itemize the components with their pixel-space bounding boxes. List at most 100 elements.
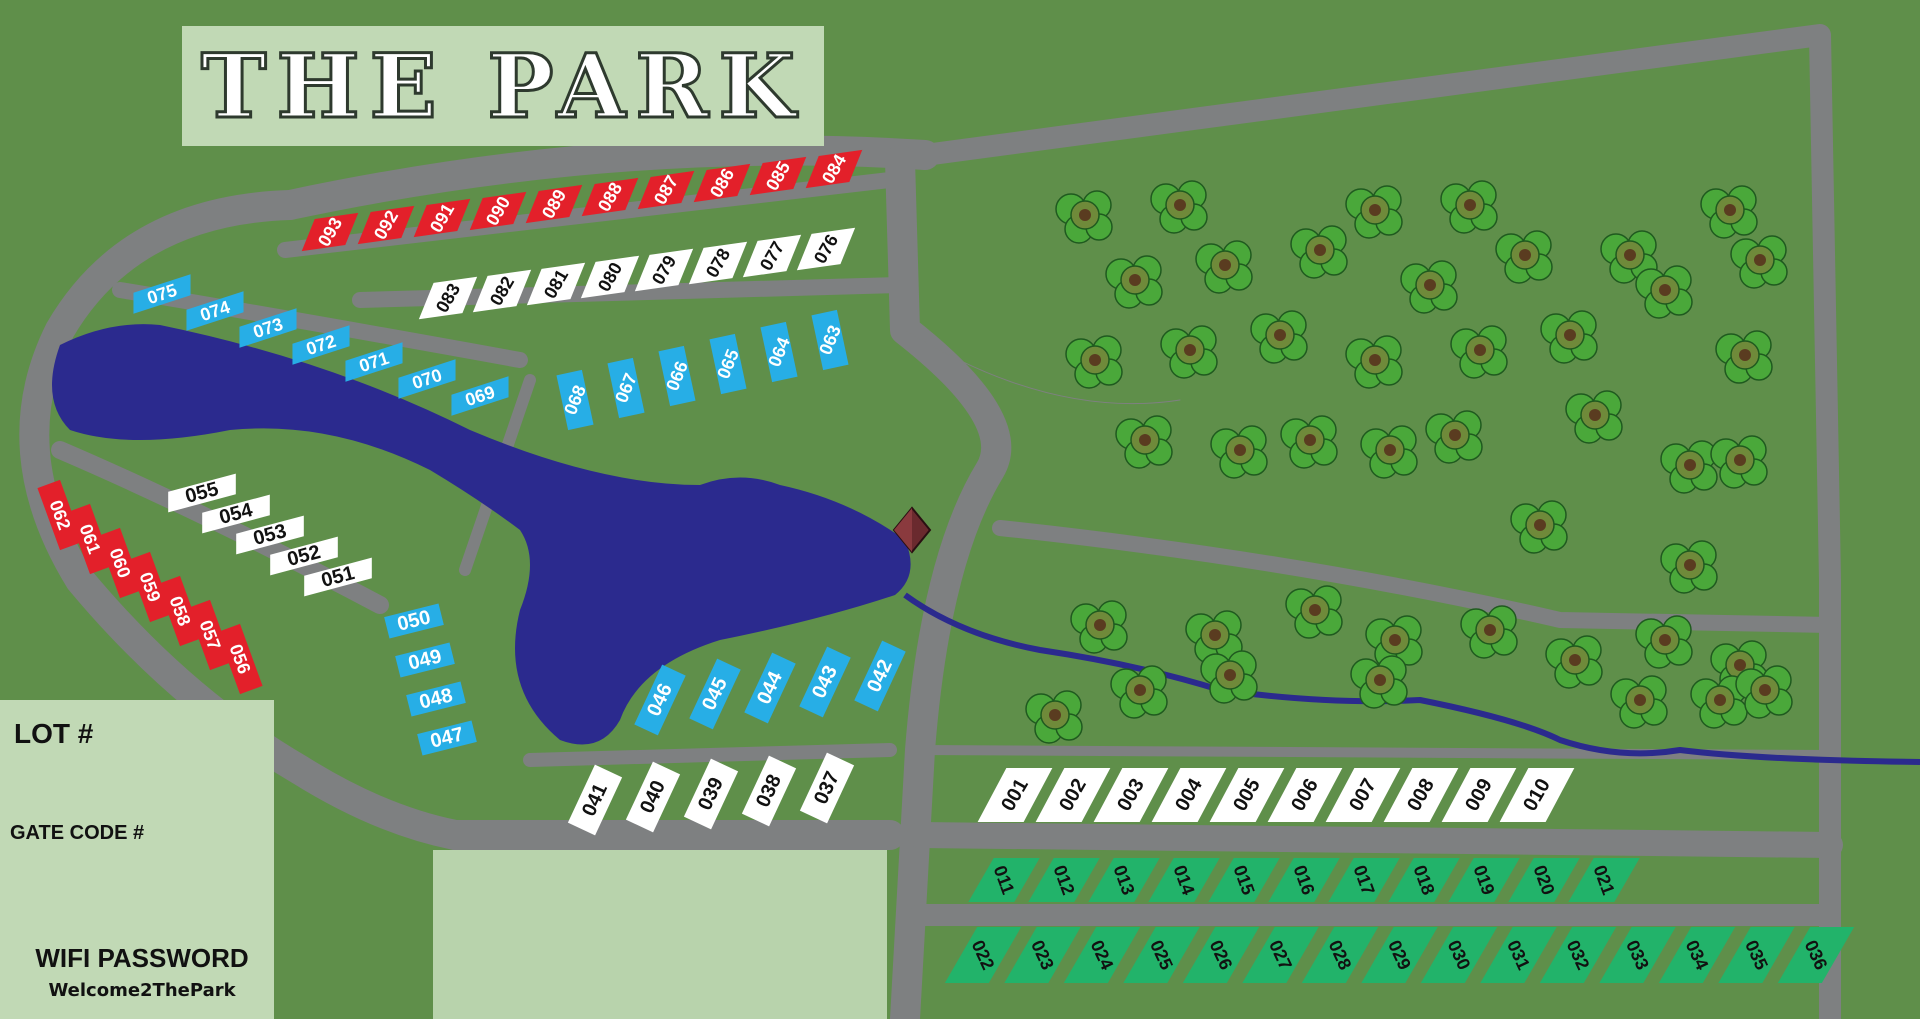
lot-045-pad[interactable] <box>689 658 741 730</box>
lot-006-pad[interactable] <box>1267 768 1343 822</box>
lot-033-pad[interactable] <box>1599 927 1676 983</box>
lot-013-pad[interactable] <box>1088 858 1160 902</box>
lot-022[interactable]: 022 <box>944 927 1022 983</box>
lot-011[interactable]: 011 <box>968 858 1040 902</box>
lot-038-pad[interactable] <box>741 755 797 827</box>
lot-063-pad[interactable] <box>811 309 849 371</box>
lot-014[interactable]: 014 <box>1148 858 1220 902</box>
lot-066[interactable]: 066 <box>655 345 699 407</box>
lot-015-pad[interactable] <box>1208 858 1280 902</box>
lot-024-pad[interactable] <box>1063 927 1141 983</box>
lot-065-pad[interactable] <box>709 333 747 395</box>
lot-086-pad[interactable] <box>693 163 751 203</box>
lot-026-pad[interactable] <box>1182 927 1260 983</box>
lot-014-pad[interactable] <box>1148 858 1220 902</box>
lot-092-pad[interactable] <box>357 205 415 245</box>
lot-029[interactable]: 029 <box>1361 927 1438 983</box>
lot-039-pad[interactable] <box>683 758 739 830</box>
lot-081[interactable]: 081 <box>522 262 590 306</box>
lot-023[interactable]: 023 <box>1004 927 1081 983</box>
lot-028-pad[interactable] <box>1301 927 1379 983</box>
lot-034[interactable]: 034 <box>1658 927 1736 983</box>
lot-076[interactable]: 076 <box>792 227 860 271</box>
lot-056-pad[interactable] <box>217 623 263 695</box>
lot-020-pad[interactable] <box>1508 858 1580 902</box>
lot-054-pad[interactable] <box>202 494 270 534</box>
lot-026[interactable]: 026 <box>1182 927 1260 983</box>
lot-093-pad[interactable] <box>301 212 359 252</box>
lot-040-pad[interactable] <box>625 761 681 833</box>
lot-004[interactable]: 004 <box>1151 768 1227 822</box>
lot-091-pad[interactable] <box>413 198 471 238</box>
lot-015[interactable]: 015 <box>1208 858 1280 902</box>
lot-008[interactable]: 008 <box>1383 768 1459 822</box>
lot-007-pad[interactable] <box>1325 768 1401 822</box>
lot-027-pad[interactable] <box>1242 927 1319 983</box>
lot-078[interactable]: 078 <box>684 241 752 285</box>
lot-001[interactable]: 001 <box>977 768 1053 822</box>
lot-075-pad[interactable] <box>133 274 191 314</box>
lot-090[interactable]: 090 <box>465 189 531 233</box>
lot-007[interactable]: 007 <box>1325 768 1401 822</box>
lot-025-pad[interactable] <box>1123 927 1200 983</box>
lot-030[interactable]: 030 <box>1420 927 1498 983</box>
lot-042-pad[interactable] <box>854 640 906 712</box>
lot-002[interactable]: 002 <box>1035 768 1111 822</box>
lot-002-pad[interactable] <box>1035 768 1111 822</box>
lot-022-pad[interactable] <box>944 927 1022 983</box>
lot-087-pad[interactable] <box>637 170 695 210</box>
lot-083[interactable]: 083 <box>414 276 482 320</box>
lot-089[interactable]: 089 <box>521 182 587 226</box>
lot-029-pad[interactable] <box>1361 927 1438 983</box>
lot-019[interactable]: 019 <box>1448 858 1520 902</box>
lot-006[interactable]: 006 <box>1267 768 1343 822</box>
lot-068[interactable]: 068 <box>553 369 597 431</box>
lot-055-pad[interactable] <box>168 473 236 513</box>
lot-003[interactable]: 003 <box>1093 768 1169 822</box>
lot-067[interactable]: 067 <box>604 357 648 419</box>
lot-070-pad[interactable] <box>398 359 456 399</box>
lot-061-pad[interactable] <box>67 503 113 575</box>
lot-036-pad[interactable] <box>1777 927 1855 983</box>
lot-093[interactable]: 093 <box>297 210 363 254</box>
lot-052-pad[interactable] <box>270 536 338 576</box>
lot-079-pad[interactable] <box>634 248 694 292</box>
lot-009-pad[interactable] <box>1441 768 1517 822</box>
lot-084[interactable]: 084 <box>801 147 867 191</box>
lot-051-pad[interactable] <box>304 557 372 597</box>
lot-057-pad[interactable] <box>187 599 233 671</box>
lot-043-pad[interactable] <box>799 646 851 718</box>
lot-016-pad[interactable] <box>1268 858 1340 902</box>
lot-046-pad[interactable] <box>634 664 686 736</box>
lot-003-pad[interactable] <box>1093 768 1169 822</box>
lot-064-pad[interactable] <box>760 321 798 383</box>
lot-089-pad[interactable] <box>525 184 583 224</box>
lot-027[interactable]: 027 <box>1242 927 1319 983</box>
lot-066-pad[interactable] <box>658 345 696 407</box>
lot-087[interactable]: 087 <box>633 168 699 212</box>
lot-013[interactable]: 013 <box>1088 858 1160 902</box>
lot-008-pad[interactable] <box>1383 768 1459 822</box>
lot-016[interactable]: 016 <box>1268 858 1340 902</box>
lot-076-pad[interactable] <box>796 227 856 271</box>
lot-020[interactable]: 020 <box>1508 858 1580 902</box>
lot-005[interactable]: 005 <box>1209 768 1285 822</box>
lot-017[interactable]: 017 <box>1328 858 1400 902</box>
lot-018-pad[interactable] <box>1388 858 1460 902</box>
lot-062-pad[interactable] <box>37 479 83 551</box>
lot-047-pad[interactable] <box>417 720 477 756</box>
lot-036[interactable]: 036 <box>1777 927 1855 983</box>
lot-067-pad[interactable] <box>607 357 645 419</box>
lot-072-pad[interactable] <box>292 325 350 365</box>
lot-031[interactable]: 031 <box>1480 927 1557 983</box>
lot-060-pad[interactable] <box>97 527 143 599</box>
lot-088[interactable]: 088 <box>577 175 643 219</box>
lot-065[interactable]: 065 <box>706 333 750 395</box>
lot-053-pad[interactable] <box>236 515 304 555</box>
lot-033[interactable]: 033 <box>1599 927 1676 983</box>
lot-063[interactable]: 063 <box>808 309 852 371</box>
lot-084-pad[interactable] <box>805 149 863 189</box>
lot-074-pad[interactable] <box>186 291 244 331</box>
lot-021[interactable]: 021 <box>1568 858 1640 902</box>
lot-092[interactable]: 092 <box>353 203 419 247</box>
